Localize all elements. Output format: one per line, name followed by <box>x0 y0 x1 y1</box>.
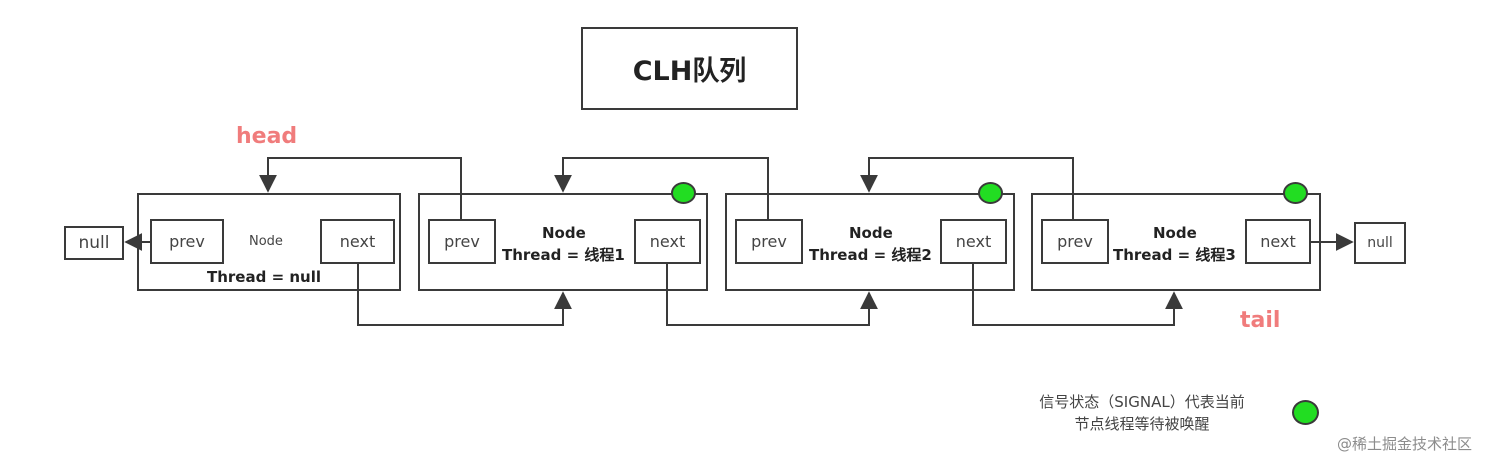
node-3-signal-indicator <box>1283 182 1308 204</box>
node-1-thread: Thread = 线程1 <box>502 246 625 264</box>
node-2-signal-indicator <box>978 182 1003 204</box>
node-0-prev: prev <box>150 219 224 264</box>
next-arrow-0 <box>357 264 572 326</box>
node-2-name: Node <box>849 224 893 242</box>
tail-label: tail <box>1240 308 1281 333</box>
node-2-thread: Thread = 线程2 <box>809 246 932 264</box>
legend-line-1: 信号状态（SIGNAL）代表当前 <box>1039 393 1245 411</box>
legend-signal-dot <box>1292 400 1319 425</box>
legend-text: 信号状态（SIGNAL）代表当前 节点线程等待被唤醒 <box>1012 391 1272 435</box>
node-0-thread: Thread = null <box>207 268 321 286</box>
node-3-name: Node <box>1153 224 1197 242</box>
node-1-prev: prev <box>428 219 496 264</box>
node-2-prev: prev <box>735 219 803 264</box>
node-1-signal-indicator <box>671 182 696 204</box>
null-right-box: null <box>1354 222 1406 264</box>
next-arrow-1 <box>666 264 878 326</box>
diagram-title: CLH队列 <box>581 27 798 110</box>
node-0-name: Node <box>249 234 283 249</box>
next-arrow-2 <box>972 264 1183 326</box>
node-0-next: next <box>320 219 395 264</box>
watermark: @稀土掘金技术社区 <box>1337 435 1473 453</box>
legend-line-2: 节点线程等待被唤醒 <box>1074 415 1210 433</box>
null-left-box: null <box>64 226 124 260</box>
prev-arrow-3 <box>860 157 1074 219</box>
node-1-name: Node <box>542 224 586 242</box>
node-3-thread: Thread = 线程3 <box>1113 246 1236 264</box>
node-3-prev: prev <box>1041 219 1109 264</box>
prev-arrow-2 <box>554 157 769 219</box>
node-3-next: next <box>1245 219 1311 264</box>
node-1-next: next <box>634 219 701 264</box>
node-2-next: next <box>940 219 1007 264</box>
head-label: head <box>236 124 298 149</box>
prev-arrow-1 <box>259 157 462 219</box>
